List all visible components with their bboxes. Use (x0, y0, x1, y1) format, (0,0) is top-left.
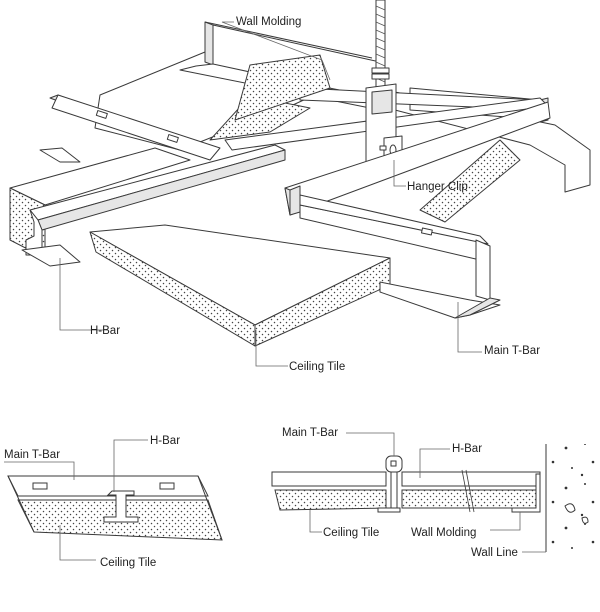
left-main-t-bar (39, 94, 221, 163)
section-left-label-h-bar: H-Bar (150, 435, 180, 447)
middle-ceiling-tile (209, 95, 311, 141)
section-right-wall (546, 444, 600, 552)
section-left-leaders (4, 439, 148, 561)
section-left-labels: Main T-Bar H-Bar Ceiling Tile (4, 435, 180, 569)
section-right-leaders (309, 432, 546, 553)
front-ceiling-tile (89, 224, 391, 347)
section-right-label-wall-line: Wall Line (471, 547, 518, 559)
section-left-label-main-t-bar: Main T-Bar (4, 449, 60, 461)
right-middle-tile (419, 139, 521, 223)
hanger-rod (371, 0, 390, 89)
main-assembly (9, 0, 591, 347)
label-h-bar: H-Bar (90, 325, 120, 337)
section-left (7, 475, 223, 541)
section-right-labels: Main T-Bar H-Bar Ceiling Tile Wall Moldi… (282, 427, 518, 559)
section-right-label-h-bar: H-Bar (452, 443, 482, 455)
section-left-slot-2 (159, 482, 175, 490)
section-right-label-ceiling-tile: Ceiling Tile (323, 527, 379, 539)
section-right-label-main-t-bar: Main T-Bar (282, 427, 338, 439)
section-left-label-ceiling-tile: Ceiling Tile (100, 557, 156, 569)
section-right-right-panel (401, 471, 541, 487)
front-cross-t-bar (299, 194, 501, 319)
section-right-left-panel (271, 471, 387, 487)
section-right (271, 444, 600, 552)
section-right-label-wall-molding: Wall Molding (411, 527, 476, 539)
section-right-main-t-bar (377, 455, 403, 513)
section-left-h-bar (103, 490, 139, 523)
section-right-left-tile (274, 489, 387, 511)
main-labels: Wall Molding Hanger Clip H-Bar Main T-Ba… (90, 16, 540, 373)
main-leaders (59, 21, 482, 367)
front-main-carrier (284, 101, 551, 216)
right-lower-tile (234, 54, 331, 121)
label-hanger-clip: Hanger Clip (407, 181, 468, 193)
label-main-t-bar: Main T-Bar (484, 345, 540, 357)
section-right-wall-molding (511, 473, 541, 513)
label-ceiling-tile: Ceiling Tile (289, 361, 345, 373)
label-wall-molding: Wall Molding (236, 16, 301, 28)
h-bar (21, 144, 286, 267)
section-left-slot-1 (32, 482, 48, 490)
section-right-right-tile (401, 489, 541, 509)
